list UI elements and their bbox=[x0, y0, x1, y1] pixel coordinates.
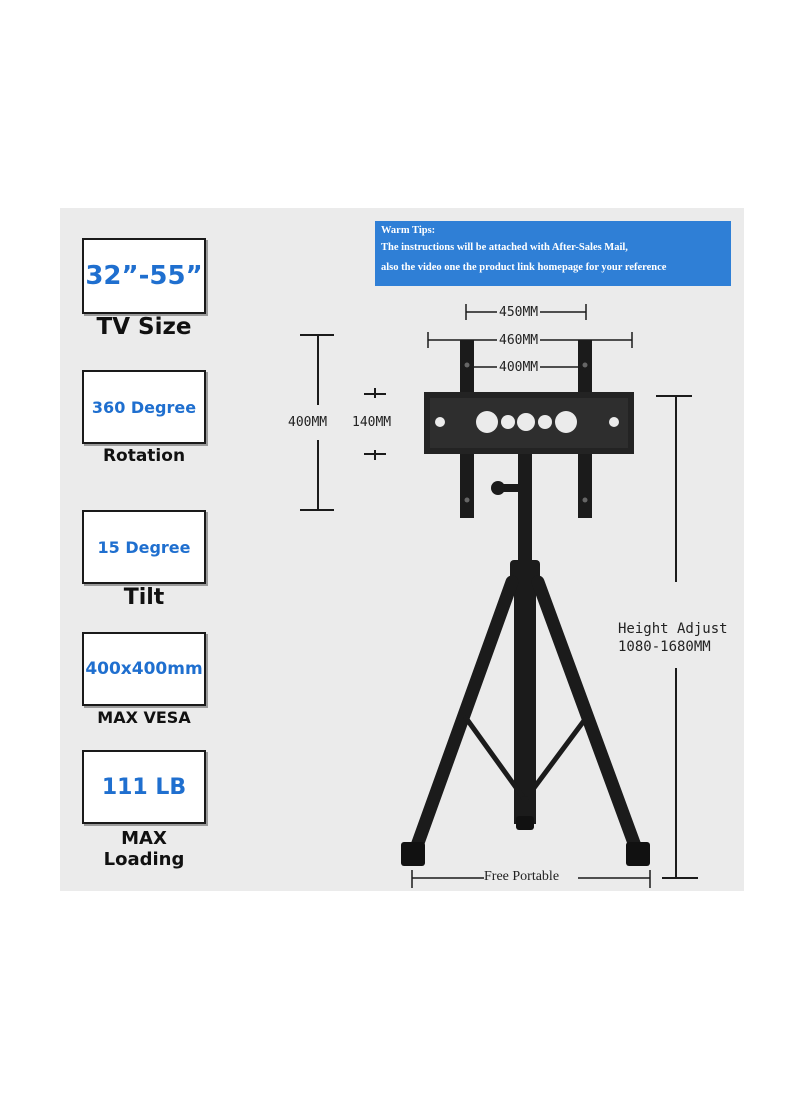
dimension-label-140: 140MM bbox=[352, 415, 392, 430]
spec-box-max-vesa: 400x400mm bbox=[82, 632, 206, 706]
dimension-line-400-height bbox=[300, 334, 334, 511]
dimension-label-free-portable: Free Portable bbox=[484, 869, 560, 884]
dimension-label-460: 460MM bbox=[497, 333, 541, 348]
spec-label-tilt: Tilt bbox=[123, 585, 165, 610]
spec-box-max-loading: 111 LB bbox=[82, 750, 206, 824]
spec-label-rotation: Rotation bbox=[102, 446, 186, 466]
spec-value-tilt: 15 Degree bbox=[97, 537, 191, 557]
warm-tips-banner: Warm Tips: The instructions will be atta… bbox=[375, 221, 731, 286]
spec-value-rotation: 360 Degree bbox=[91, 397, 197, 417]
dimension-label-400-height: 400MM bbox=[288, 415, 328, 430]
dimension-line-height-adjust bbox=[656, 395, 698, 879]
spec-value-tv-size: 32”-55” bbox=[85, 261, 203, 291]
warm-tips-title: Warm Tips: bbox=[381, 225, 436, 236]
spec-value-max-vesa: 400x400mm bbox=[85, 659, 203, 679]
spec-label-max-vesa: MAX VESA bbox=[97, 708, 191, 727]
spec-box-rotation: 360 Degree bbox=[82, 370, 206, 444]
warm-tips-line-2: also the video one the product link home… bbox=[381, 262, 667, 273]
dimension-label-450: 450MM bbox=[497, 305, 541, 320]
dimension-line-140 bbox=[364, 388, 386, 460]
dimension-label-400-width: 400MM bbox=[497, 360, 541, 375]
vesa-mount-bracket bbox=[424, 340, 634, 518]
spec-label-max-loading: MAX Loading bbox=[103, 828, 185, 870]
tripod-feet bbox=[401, 816, 650, 866]
dimension-line-free-portable bbox=[411, 870, 651, 888]
tripod-legs bbox=[407, 575, 645, 861]
spec-box-tv-size: 32”-55” bbox=[82, 238, 206, 314]
spec-value-max-loading: 111 LB bbox=[101, 774, 187, 800]
warm-tips-line-1: The instructions will be attached with A… bbox=[381, 242, 628, 253]
spec-box-tilt: 15 Degree bbox=[82, 510, 206, 584]
spec-label-tv-size: TV Size bbox=[96, 314, 192, 340]
dimension-label-height-adjust: Height Adjust bbox=[618, 621, 728, 637]
dimension-label-height-range: 1080-1680MM bbox=[618, 639, 711, 655]
